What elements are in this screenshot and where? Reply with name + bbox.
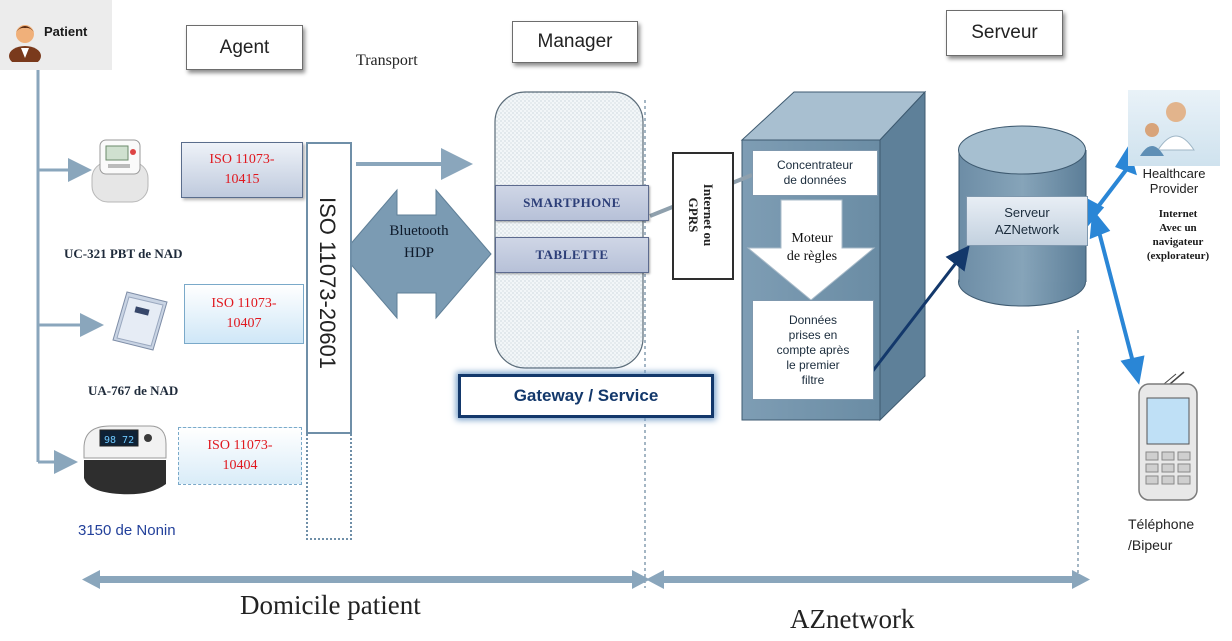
iso-vertical-box <box>306 142 352 434</box>
device-label-3: 3150 de Nonin <box>78 522 176 539</box>
client-arrows <box>1083 145 1145 385</box>
aznetwork-server-box: Serveur AZNetwork <box>966 196 1088 246</box>
bluetooth-arrow <box>341 188 492 320</box>
internet-gprs-label: Internet ou GPRS <box>686 183 716 247</box>
patient-label: Patient <box>44 24 88 39</box>
tablet-button: TABLETTE <box>495 237 649 273</box>
rules-engine-arrow <box>746 199 876 301</box>
home-zone-label: Domicile patient <box>240 590 421 620</box>
device-label-2: UA-767 de NAD <box>88 383 179 398</box>
smartphone-button: SMARTPHONE <box>495 185 649 221</box>
internet-gprs-box <box>672 152 734 280</box>
weight-scale-icon <box>112 291 168 351</box>
oximeter-image: 98 72 <box>80 418 170 500</box>
wrist-bp-icon <box>91 139 149 203</box>
bluetooth-label: Bluetooth HDP <box>389 223 449 261</box>
iso-box-2: ISO 11073- 10407 <box>184 284 304 344</box>
blood-pressure-monitor-image <box>86 132 156 212</box>
healthcare-label: Healthcare Provider <box>1142 166 1206 196</box>
phone-label: Téléphone /Bipeur <box>1128 516 1195 553</box>
iso-box-1: ISO 11073- 10415 <box>181 142 303 198</box>
iso-vertical-label: ISO 11073-20601 <box>315 196 340 370</box>
zone-arrows <box>82 570 1090 589</box>
gateway-box: Gateway / Service <box>458 374 714 418</box>
agent-header: Agent <box>186 25 303 70</box>
internet-browser-label: Internet Avec un navigateur (explorateur… <box>1146 208 1210 262</box>
scale-image <box>105 288 175 358</box>
iso-vertical-dashed <box>306 422 352 540</box>
doctor-icon <box>1140 102 1195 156</box>
transport-label: Transport <box>356 52 418 69</box>
patient-avatar <box>8 18 42 66</box>
server-header: Serveur <box>946 10 1063 56</box>
patient-branch-lines <box>36 70 104 474</box>
data-concentrator-box: Concentrateur de données <box>752 150 878 196</box>
pulse-oximeter-icon: 98 72 <box>83 425 167 495</box>
rules-engine-label: Moteur de règles <box>786 231 838 264</box>
network-zone-label: AZnetwork <box>790 604 915 634</box>
manager-header: Manager <box>512 21 638 63</box>
mobile-phone-image <box>1136 370 1200 502</box>
mobile-phone-icon <box>1138 371 1198 501</box>
filtered-to-server-arrow <box>870 245 970 373</box>
manager-device-shape <box>494 91 644 369</box>
healthcare-provider-image <box>1128 90 1220 166</box>
svg-text:98 72: 98 72 <box>104 435 134 446</box>
person-icon <box>9 25 41 66</box>
device-label-1: UC-321 PBT de NAD <box>64 246 183 261</box>
iso-box-3: ISO 11073- 10404 <box>178 427 302 485</box>
filtered-data-box: Données prises en compte après le premie… <box>752 300 874 400</box>
